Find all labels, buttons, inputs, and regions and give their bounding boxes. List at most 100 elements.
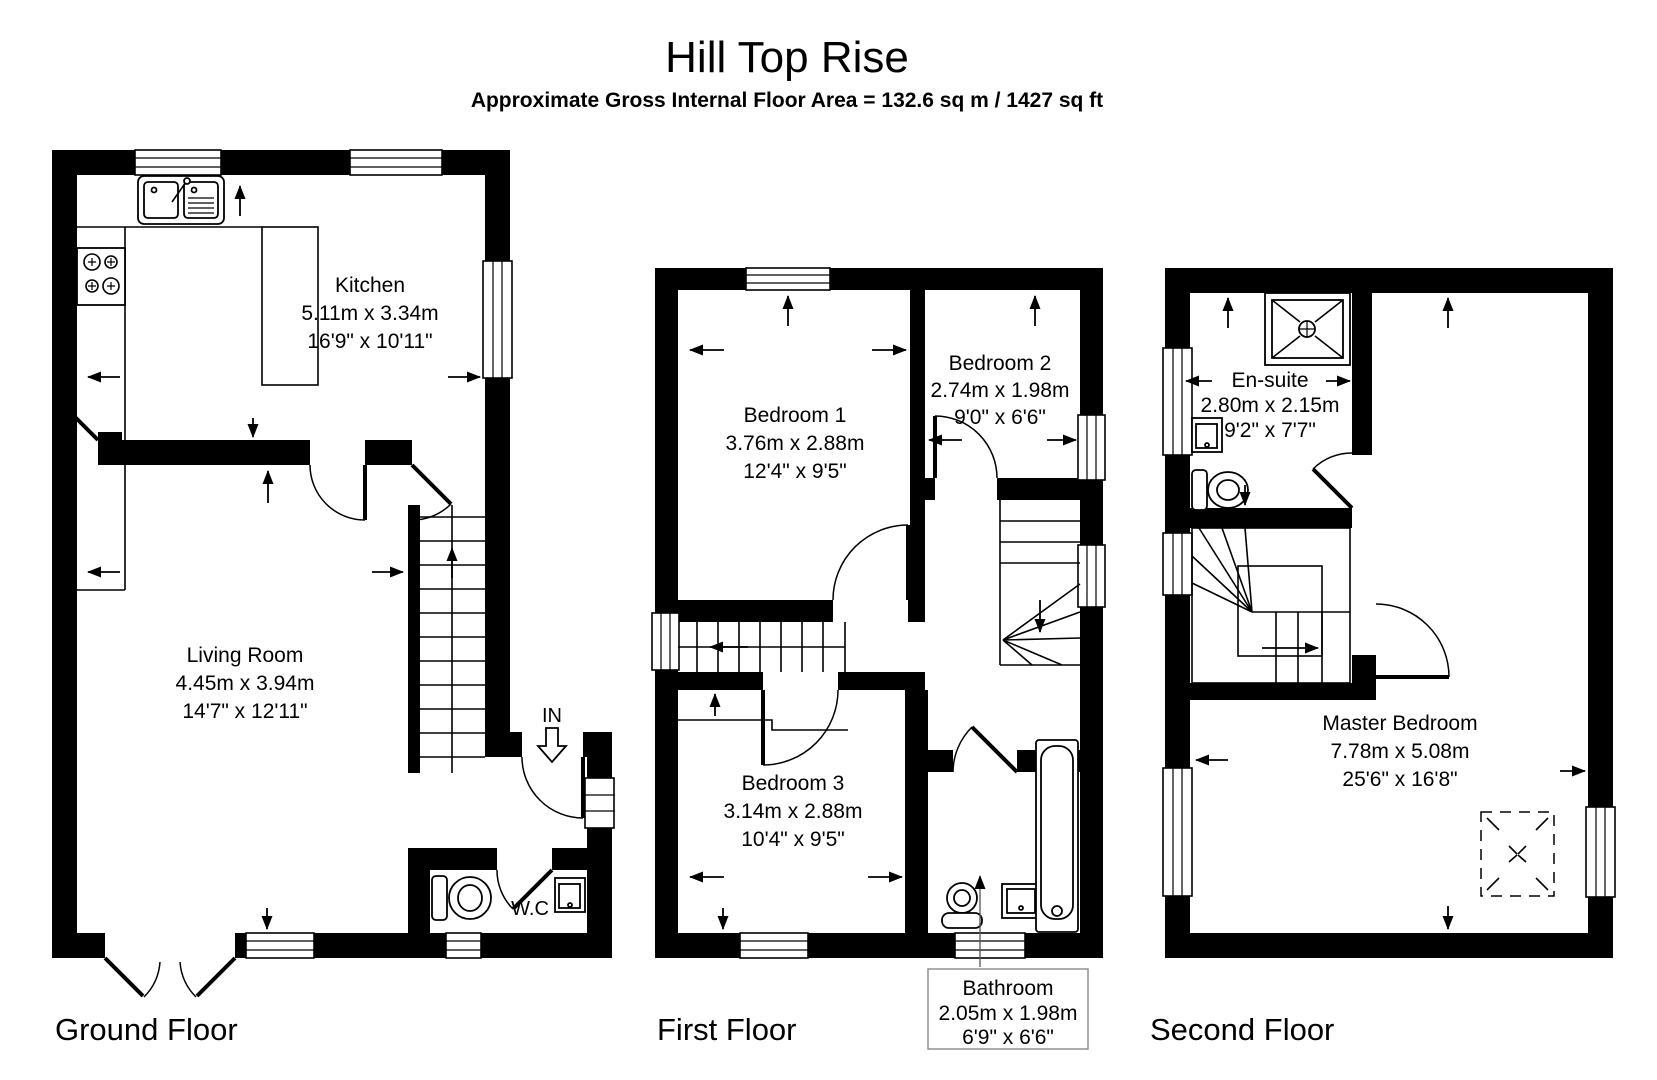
windows	[134, 149, 615, 959]
staircase	[678, 622, 848, 731]
svg-text:Master Bedroom: Master Bedroom	[1322, 712, 1477, 735]
bathroom-fixtures	[941, 739, 1079, 933]
entrance-arrow-icon	[536, 727, 568, 764]
title-block: Hill Top Rise Approximate Gross Internal…	[471, 33, 1103, 112]
svg-text:Bathroom: Bathroom	[962, 977, 1053, 1000]
svg-text:2.05m x 1.98m: 2.05m x 1.98m	[939, 1002, 1078, 1025]
dimension-arrows	[689, 295, 1077, 930]
window	[482, 260, 513, 379]
svg-text:6'9" x 6'6": 6'9" x 6'6"	[962, 1026, 1054, 1049]
window	[1585, 806, 1616, 898]
room-label-bedroom1: Bedroom 1 3.76m x 2.88m 12'4" x 9'5"	[726, 404, 865, 483]
svg-text:5.11m x 3.34m: 5.11m x 3.34m	[301, 302, 438, 325]
svg-text:2.80m x 2.15m: 2.80m x 2.15m	[1201, 394, 1340, 417]
window	[1077, 414, 1106, 481]
doors	[1311, 452, 1450, 679]
svg-text:Living Room: Living Room	[187, 644, 304, 667]
rooflight	[1480, 811, 1555, 897]
room-label-kitchen: Kitchen 5.11m x 3.34m 16'9" x 10'11"	[301, 274, 438, 353]
room-label-wc: W.C	[511, 898, 549, 920]
floor-label-second: Second Floor	[1150, 1012, 1334, 1047]
door-arc	[832, 524, 910, 601]
svg-text:Bedroom 2: Bedroom 2	[949, 352, 1052, 375]
basin	[1001, 883, 1041, 919]
doors	[761, 415, 1019, 774]
toilet	[1191, 469, 1249, 511]
window	[1077, 544, 1106, 608]
window	[745, 267, 831, 291]
door-arc	[309, 464, 367, 521]
room-label-living: Living Room 4.45m x 3.94m 14'7" x 12'11"	[176, 644, 315, 723]
door-arc	[933, 415, 998, 479]
svg-text:10'4" x 9'5": 10'4" x 9'5"	[741, 828, 845, 851]
window	[739, 932, 809, 959]
bathroom-callout: Bathroom 2.05m x 1.98m 6'9" x 6'6"	[927, 875, 1089, 1050]
winder-staircase	[999, 500, 1081, 666]
kitchen-fixtures	[76, 175, 319, 591]
window	[1162, 532, 1193, 596]
door-arc	[1375, 603, 1450, 679]
toilet	[941, 882, 983, 929]
shower	[1264, 292, 1351, 366]
window	[349, 149, 443, 176]
window	[1162, 347, 1193, 456]
entrance-label: IN	[536, 705, 568, 764]
page-title: Hill Top Rise	[665, 33, 909, 82]
stairs-bulkhead	[678, 719, 848, 731]
staircase	[420, 505, 485, 773]
dimension-arrows	[87, 185, 481, 930]
in-label: IN	[542, 705, 562, 727]
window	[954, 932, 1026, 959]
window	[134, 149, 222, 176]
bathtub	[1035, 739, 1079, 933]
page-subtitle: Approximate Gross Internal Floor Area = …	[471, 89, 1103, 112]
ground-floor-plan: IN Kitchen 5.11m x 3.34m 16'9" x 10'11" …	[52, 149, 615, 1047]
entrance-door-arc	[521, 756, 585, 819]
svg-text:3.76m x 2.88m: 3.76m x 2.88m	[726, 432, 865, 455]
windows	[651, 267, 1106, 959]
ensuite-fixtures	[1191, 292, 1351, 511]
room-label-master: Master Bedroom 7.78m x 5.08m 25'6" x 16'…	[1322, 712, 1477, 791]
window	[445, 932, 482, 959]
svg-text:14'7" x 12'11": 14'7" x 12'11"	[182, 700, 307, 723]
svg-text:4.45m x 3.94m: 4.45m x 3.94m	[176, 672, 315, 695]
kitchen-sink	[137, 175, 225, 225]
door-arc	[952, 725, 1019, 774]
svg-text:2.74m x 1.98m: 2.74m x 1.98m	[931, 379, 1070, 402]
walls	[52, 150, 612, 958]
door-arc	[410, 463, 453, 521]
dimension-arrows	[1185, 297, 1586, 930]
svg-text:Kitchen: Kitchen	[335, 274, 405, 297]
svg-text:9'0" x 6'6": 9'0" x 6'6"	[954, 406, 1046, 429]
basin	[554, 877, 586, 913]
floor-label-ground: Ground Floor	[55, 1012, 238, 1047]
svg-text:Bedroom 1: Bedroom 1	[744, 404, 847, 427]
svg-text:12'4" x 9'5": 12'4" x 9'5"	[743, 460, 847, 483]
svg-text:7.78m x 5.08m: 7.78m x 5.08m	[1331, 740, 1470, 763]
svg-text:3.14m x 2.88m: 3.14m x 2.88m	[724, 800, 863, 823]
window	[1162, 767, 1193, 897]
toilet	[431, 875, 492, 921]
doors	[61, 412, 585, 998]
svg-text:En-suite: En-suite	[1231, 369, 1308, 392]
windows	[1162, 347, 1616, 898]
floor-label-first: First Floor	[657, 1012, 797, 1047]
door-arc	[761, 689, 839, 766]
wc-fixtures	[431, 875, 586, 921]
door-arc	[61, 412, 100, 442]
bathroom-label-box	[927, 968, 1089, 1050]
basin	[1191, 417, 1223, 453]
svg-text:16'9" x 10'11": 16'9" x 10'11"	[307, 330, 432, 353]
room-label-ensuite: En-suite 2.80m x 2.15m 9'2" x 7'7"	[1201, 369, 1340, 442]
second-floor-plan: En-suite 2.80m x 2.15m 9'2" x 7'7" Maste…	[1150, 268, 1616, 1047]
first-floor-plan: Bedroom 1 3.76m x 2.88m 12'4" x 9'5" Bed…	[651, 267, 1106, 1050]
stove	[76, 247, 126, 306]
window	[584, 777, 615, 829]
french-doors	[103, 956, 237, 998]
door-arc	[1311, 452, 1354, 510]
winder-staircase	[1191, 527, 1351, 684]
room-label-bedroom3: Bedroom 3 3.14m x 2.88m 10'4" x 9'5"	[724, 772, 863, 851]
window	[651, 612, 680, 671]
